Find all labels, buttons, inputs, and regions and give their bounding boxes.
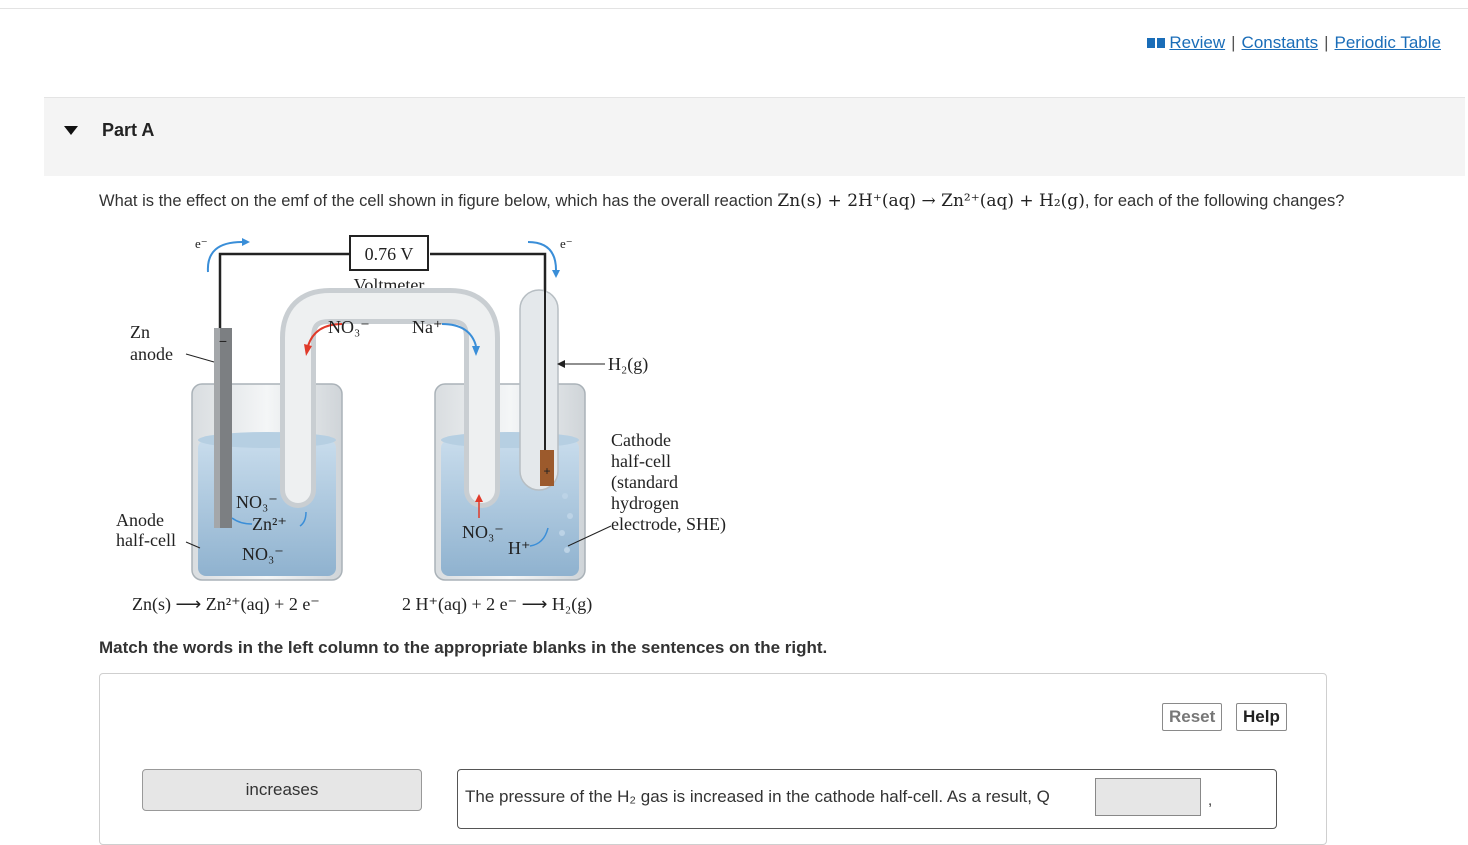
minus-sign: − [219, 333, 227, 349]
question-tail: , for each of the following changes? [1084, 192, 1345, 210]
resource-links: Review | Constants | Periodic Table [1147, 33, 1441, 53]
cathode-label-5: electrode, SHE) [611, 514, 726, 535]
cathode-label-2: half-cell [611, 451, 671, 471]
help-button[interactable]: Help [1236, 703, 1287, 731]
collapse-caret-icon[interactable] [64, 126, 78, 135]
anode-half-reaction: Zn(s) ⟶ Zn²⁺(aq) + 2 e⁻ [132, 594, 320, 615]
cathode-label-1: Cathode [611, 430, 671, 450]
question-lead: What is the effect on the emf of the cel… [99, 192, 778, 210]
electron-label-right: e⁻ [560, 236, 573, 251]
constants-link[interactable]: Constants [1241, 33, 1319, 52]
periodic-table-link[interactable]: Periodic Table [1334, 33, 1441, 52]
cathode-label-4: hydrogen [611, 493, 679, 513]
sentence-text: The pressure of the H₂ gas is increased … [465, 787, 1050, 806]
overall-reaction: Zn(s) + 2H⁺(aq) → Zn²⁺(aq) + H₂(g) [777, 191, 1085, 211]
voltmeter-reading: 0.76 V [365, 244, 414, 264]
right-ion-nitrate: NO₃⁻ [462, 522, 504, 542]
book-icon [1147, 38, 1166, 48]
galvanic-cell-figure: e⁻ e⁻ 0.76 V Voltmeter − + NO₃⁻ Na⁺ Zn a… [116, 235, 726, 615]
salt-bridge-anion: NO₃⁻ [328, 317, 370, 337]
answer-chip-increases[interactable]: increases [142, 769, 422, 811]
question-text: What is the effect on the emf of the cel… [99, 191, 1344, 211]
left-ion-nitrate-top: NO₃⁻ [236, 492, 278, 512]
link-separator: | [1324, 33, 1329, 52]
instructions: Match the words in the left column to th… [99, 638, 828, 657]
link-separator: | [1231, 33, 1236, 52]
platinum-electrode [540, 450, 554, 486]
plus-sign: + [543, 464, 550, 478]
anode-label: anode [130, 344, 173, 364]
h2-gas-label: H₂(g) [608, 354, 648, 375]
right-ion-hydrogen: H⁺ [508, 538, 531, 558]
left-ion-nitrate-bottom: NO₃⁻ [242, 544, 284, 564]
sentence-comma: , [1208, 792, 1213, 809]
top-divider [0, 8, 1468, 9]
part-header[interactable]: Part A [44, 97, 1465, 176]
zn-label: Zn [130, 322, 150, 342]
answer-blank[interactable] [1095, 778, 1201, 816]
cathode-half-reaction: 2 H⁺(aq) + 2 e⁻ ⟶ H₂(g) [402, 594, 592, 615]
part-title: Part A [102, 120, 155, 140]
anode-halfcell-label-1: Anode [116, 510, 164, 530]
salt-bridge-cation: Na⁺ [412, 317, 443, 337]
sentence-row: The pressure of the H₂ gas is increased … [457, 769, 1277, 829]
cathode-label-3: (standard [611, 472, 678, 493]
anode-halfcell-label-2: half-cell [116, 530, 176, 550]
reset-button[interactable]: Reset [1162, 703, 1223, 731]
voltmeter-display [349, 235, 429, 271]
hydrogen-tube [519, 289, 559, 491]
review-link[interactable]: Review [1169, 33, 1226, 52]
electron-label-left: e⁻ [195, 236, 208, 251]
left-ion-zinc: Zn²⁺ [252, 514, 287, 534]
